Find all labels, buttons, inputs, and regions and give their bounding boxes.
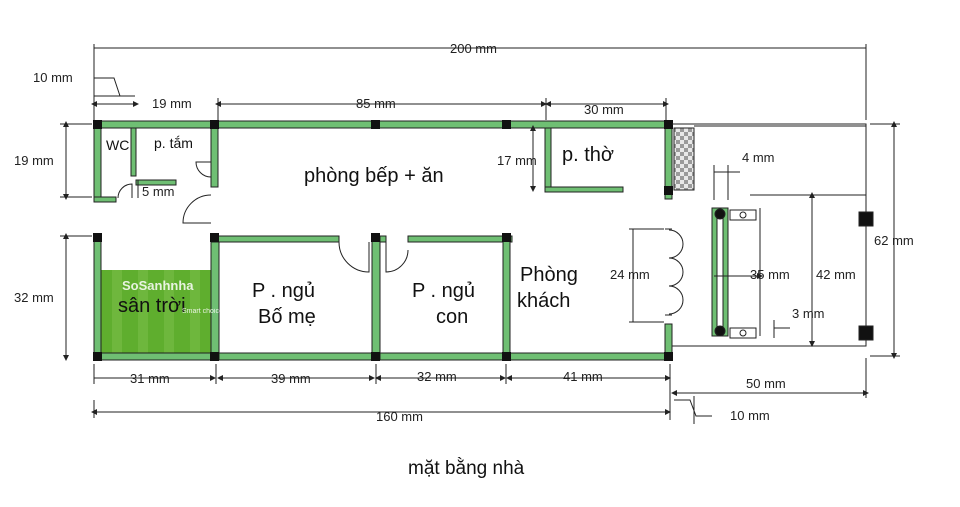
dim-child-width: 32 mm [417, 369, 457, 384]
staircase [673, 127, 695, 191]
dim-porch-small: 3 mm [792, 306, 825, 321]
dim-step: 5 mm [142, 184, 175, 199]
dim-altar-width: 30 mm [584, 102, 624, 117]
watermark-sub: Smart choice [182, 308, 223, 315]
yard-stripes [112, 270, 200, 355]
dim-porch-top: 4 mm [742, 150, 775, 165]
dim-wc-width: 19 mm [152, 96, 192, 111]
room-label-bath: p. tắm [154, 135, 193, 151]
room-label-kitchen: phòng bếp + ăn [304, 165, 444, 187]
dim-yard-width: 31 mm [130, 371, 170, 386]
dim-porch-inner: 35 mm [750, 267, 790, 282]
room-label-master-2: Bố mẹ [258, 306, 316, 328]
watermark-logo: SoSanhnha [122, 278, 194, 293]
porch-outline [672, 123, 867, 347]
dim-porch-outer: 42 mm [816, 267, 856, 282]
posts [93, 120, 673, 361]
room-label-altar: p. thờ [562, 144, 614, 166]
dim-living-width: 41 mm [563, 369, 603, 384]
dim-offset-right: 10 mm [730, 408, 770, 423]
dim-door-height: 24 mm [610, 267, 650, 282]
room-label-master-1: P . ngủ [252, 280, 315, 302]
plan-caption: mặt bằng nhà [408, 457, 525, 479]
dim-offset-left: 10 mm [33, 70, 73, 85]
dim-right-height: 62 mm [874, 233, 914, 248]
room-label-child-2: con [436, 306, 468, 328]
dim-kitchen-width: 85 mm [356, 96, 396, 111]
dim-house-length: 160 mm [376, 409, 423, 424]
room-label-living-2: khách [517, 290, 570, 312]
dim-master-width: 39 mm [271, 371, 311, 386]
dim-altar-height: 17 mm [497, 153, 537, 168]
room-label-child-1: P . ngủ [412, 280, 475, 302]
dimension-lines [60, 44, 900, 424]
dim-top-left-height: 19 mm [14, 153, 54, 168]
doors [117, 161, 684, 316]
dim-left-height: 32 mm [14, 290, 54, 305]
room-label-yard: sân trời [118, 295, 186, 317]
room-label-wc: WC [106, 137, 129, 153]
dim-total-width: 200 mm [450, 41, 497, 56]
porch-columns [711, 207, 874, 341]
dim-porch-width: 50 mm [746, 376, 786, 391]
room-label-living-1: Phòng [520, 264, 578, 286]
